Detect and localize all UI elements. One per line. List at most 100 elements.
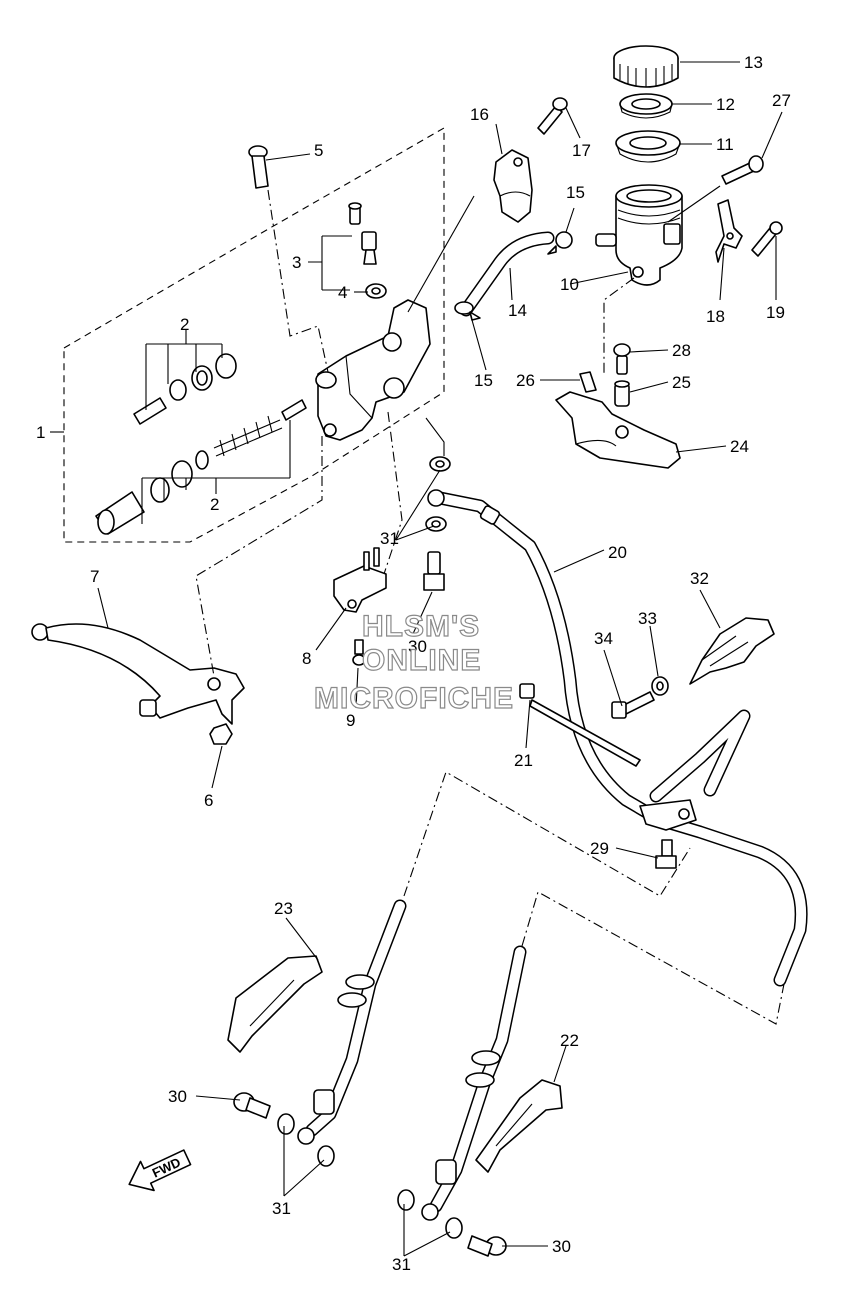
watermark: HLSM'S ONLINE MICROFICHE [313, 609, 514, 715]
copper-washer-upper-a [429, 456, 451, 472]
holder-screw-28 [613, 343, 631, 375]
callout-15-lower: 15 [474, 371, 493, 390]
copper-washer-right-a [397, 1189, 415, 1211]
brake-hose-main [433, 491, 808, 987]
master-cylinder-holder [493, 149, 533, 223]
watermark-line-1: HLSM'S [362, 610, 480, 643]
callout-31-left: 31 [272, 1199, 291, 1218]
callout-21: 21 [514, 751, 533, 770]
callout-27: 27 [772, 91, 791, 110]
callout-31-right: 31 [392, 1255, 411, 1274]
callout-14: 14 [508, 301, 527, 320]
assembly-line-reservoir [603, 277, 635, 376]
copper-washer-left-b [317, 1145, 335, 1167]
reservoir-bracket [715, 199, 743, 263]
union-bolt-right [467, 1235, 507, 1257]
callout-19: 19 [766, 303, 785, 322]
callout-6: 6 [204, 791, 213, 810]
banjo-right [421, 1159, 457, 1221]
assembly-line-switch [383, 411, 403, 575]
forward-direction-arrow: FWD [128, 1149, 192, 1192]
hose-guide [689, 617, 775, 685]
reservoir-holder [555, 391, 681, 469]
pivot-bolt [248, 145, 269, 189]
hose-joint [639, 799, 697, 831]
collar-25 [614, 380, 630, 407]
copper-washer-upper-b [425, 516, 447, 532]
hose-fitting-top [427, 489, 501, 525]
callout-13: 13 [744, 53, 763, 72]
callout-5: 5 [314, 141, 323, 160]
callout-34: 34 [594, 629, 613, 648]
callout-24: 24 [730, 437, 749, 456]
assembly-line-lever [195, 436, 323, 677]
holder-bolt-17 [537, 97, 568, 135]
master-cylinder-kit-outline [63, 127, 445, 543]
callout-20: 20 [608, 543, 627, 562]
assembly-line-left-hose [403, 771, 691, 897]
joint-bolt [655, 839, 677, 869]
reservoir-cap [613, 45, 679, 88]
assembly-line-right-hose [521, 891, 785, 1025]
reservoir-diaphragm-plate [619, 93, 673, 119]
master-cylinder-body [315, 299, 431, 441]
lever-nut [209, 723, 233, 745]
copper-washer-left-a [277, 1113, 295, 1135]
assembly-line-pivot [267, 189, 329, 373]
brake-fluid-reservoir [595, 184, 683, 286]
callout-15-upper: 15 [566, 183, 585, 202]
banjo-left [297, 1089, 335, 1145]
callout-2-lower: 2 [210, 495, 219, 514]
callout-7: 7 [90, 567, 99, 586]
callout-26: 26 [516, 371, 535, 390]
assembly-line-holder [407, 195, 475, 313]
hose-clamp-right [475, 1079, 563, 1173]
cable-tie [519, 683, 641, 767]
switch-screw [352, 639, 366, 666]
piston-upper [133, 353, 237, 425]
clip-26 [579, 371, 597, 393]
reservoir-diaphragm [615, 130, 681, 163]
callout-16: 16 [470, 105, 489, 124]
callout-25: 25 [672, 373, 691, 392]
callout-30-right: 30 [552, 1237, 571, 1256]
callout-8: 8 [302, 649, 311, 668]
bleed-screw [348, 202, 377, 265]
grommet-left [337, 974, 375, 1008]
washer-4 [365, 283, 387, 299]
bracket-screw-19 [751, 221, 783, 257]
callout-10: 10 [560, 275, 579, 294]
callout-2-upper: 2 [180, 315, 189, 334]
callout-29: 29 [590, 839, 609, 858]
copper-washer-right-b [445, 1217, 463, 1239]
callout-12: 12 [716, 95, 735, 114]
hose-clip-upper [547, 231, 573, 255]
watermark-line-3: MICROFICHE [314, 682, 514, 715]
grommet-right [465, 1050, 501, 1088]
callout-32: 32 [690, 569, 709, 588]
guide-collar [651, 676, 669, 696]
callout-30-left: 30 [168, 1087, 187, 1106]
callout-30-upper: 30 [408, 637, 427, 656]
callout-3: 3 [292, 253, 301, 272]
callout-11: 11 [716, 135, 734, 154]
callout-4: 4 [338, 283, 347, 302]
callout-1: 1 [36, 423, 45, 442]
union-bolt-left [233, 1092, 271, 1119]
callout-9: 9 [346, 711, 355, 730]
callout-23: 23 [274, 899, 293, 918]
piston-lower [95, 399, 307, 535]
callout-31-upper: 31 [380, 529, 399, 548]
brake-light-switch [333, 547, 387, 613]
callout-18: 18 [706, 307, 725, 326]
brake-lever [31, 623, 245, 725]
guide-bolt [611, 691, 655, 719]
hose-clamp-left [227, 955, 323, 1053]
watermark-line-2: ONLINE [362, 644, 481, 677]
reservoir-screw-27 [721, 155, 764, 185]
union-bolt-upper [423, 551, 445, 591]
hose-clip-lower [454, 301, 481, 321]
callout-22: 22 [560, 1031, 579, 1050]
callout-28: 28 [672, 341, 691, 360]
